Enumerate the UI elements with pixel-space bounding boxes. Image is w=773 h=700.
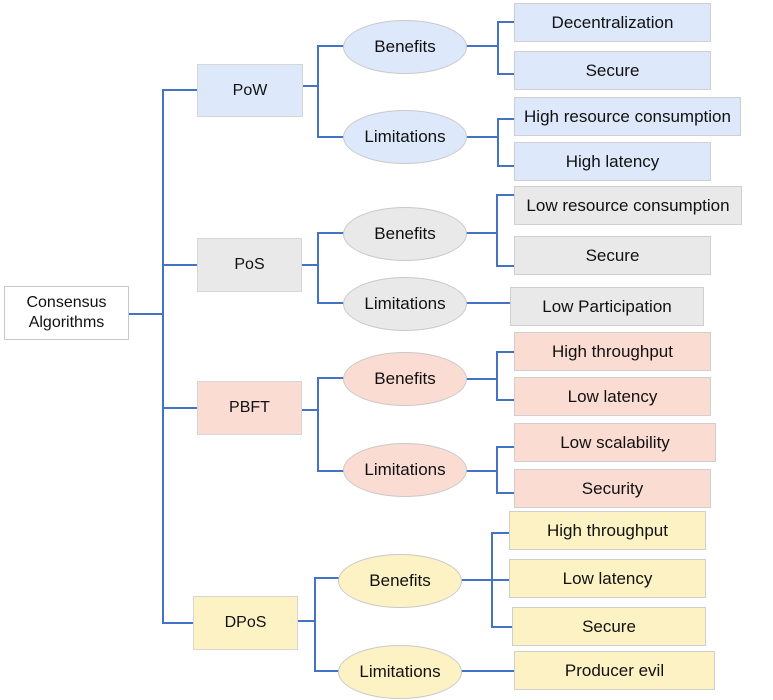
leaf-dpos-benefit-1: High throughput [509, 511, 706, 550]
limitations-label: Limitations [359, 662, 441, 682]
benefits-label: Benefits [374, 224, 436, 244]
leaf-pbft-limitation-2: Security [514, 469, 711, 508]
algorithm-node-pbft: PBFT [197, 381, 302, 435]
benefits-label: Benefits [374, 37, 436, 57]
leaf-pbft-benefit-1: High throughput [514, 332, 711, 371]
limitations-label: Limitations [364, 127, 446, 147]
leaf-label: Low resource consumption [526, 195, 730, 215]
benefits-label: Benefits [369, 571, 431, 591]
benefits-node-pos: Benefits [343, 207, 467, 261]
leaf-label: Low Participation [542, 296, 672, 316]
leaf-dpos-benefit-2: Low latency [509, 559, 706, 598]
leaf-label: High latency [565, 151, 660, 171]
root-label: Consensus Algorithms [26, 294, 107, 331]
limitations-node-pbft: Limitations [343, 443, 467, 497]
leaf-dpos-limitation-1: Producer evil [514, 651, 715, 690]
leaf-dpos-benefit-3: Secure [512, 607, 706, 646]
leaf-label: High throughput [547, 520, 668, 540]
leaf-label: High resource consumption [524, 106, 731, 126]
limitations-node-pos: Limitations [343, 277, 467, 331]
leaf-pow-limitation-2: High latency [514, 142, 711, 181]
benefits-node-dpos: Benefits [338, 554, 462, 608]
leaf-label: Security [581, 478, 644, 498]
algorithm-label: PoS [234, 256, 265, 273]
benefits-label: Benefits [374, 369, 436, 389]
algorithm-node-dpos: DPoS [193, 596, 298, 650]
leaf-label: High throughput [552, 341, 673, 361]
algorithm-label: PoW [232, 81, 268, 99]
algorithm-label: DPoS [224, 614, 267, 631]
leaf-pos-benefit-2: Secure [514, 236, 711, 275]
limitations-label: Limitations [364, 294, 446, 314]
leaf-pow-benefit-2: Secure [514, 51, 711, 90]
leaf-pbft-benefit-2: Low latency [514, 377, 711, 416]
limitations-node-dpos: Limitations [338, 645, 462, 699]
leaf-label: Producer evil [564, 660, 665, 680]
leaf-label: Low latency [567, 386, 658, 406]
leaf-pbft-limitation-1: Low scalability [514, 423, 716, 462]
algorithm-node-pos: PoS [197, 238, 302, 292]
benefits-node-pbft: Benefits [343, 352, 467, 406]
leaf-label: Secure [585, 245, 640, 265]
limitations-label: Limitations [364, 460, 446, 480]
leaf-label: Secure [582, 616, 636, 636]
leaf-pos-limitation-1: Low Participation [510, 287, 704, 326]
leaf-label: Decentralization [551, 12, 674, 32]
leaf-label: Low latency [562, 568, 653, 588]
leaf-label: Low scalability [560, 432, 670, 452]
leaf-pow-limitation-1: High resource consumption [514, 97, 741, 136]
root-node: Consensus Algorithms [4, 286, 129, 340]
benefits-node-pow: Benefits [343, 20, 467, 74]
leaf-label: Secure [585, 60, 640, 80]
leaf-pos-benefit-1: Low resource consumption [514, 186, 742, 225]
leaf-pow-benefit-1: Decentralization [514, 3, 711, 42]
algorithm-node-pow: PoW [197, 64, 303, 117]
algorithm-label: PBFT [229, 399, 270, 416]
limitations-node-pow: Limitations [343, 110, 467, 164]
